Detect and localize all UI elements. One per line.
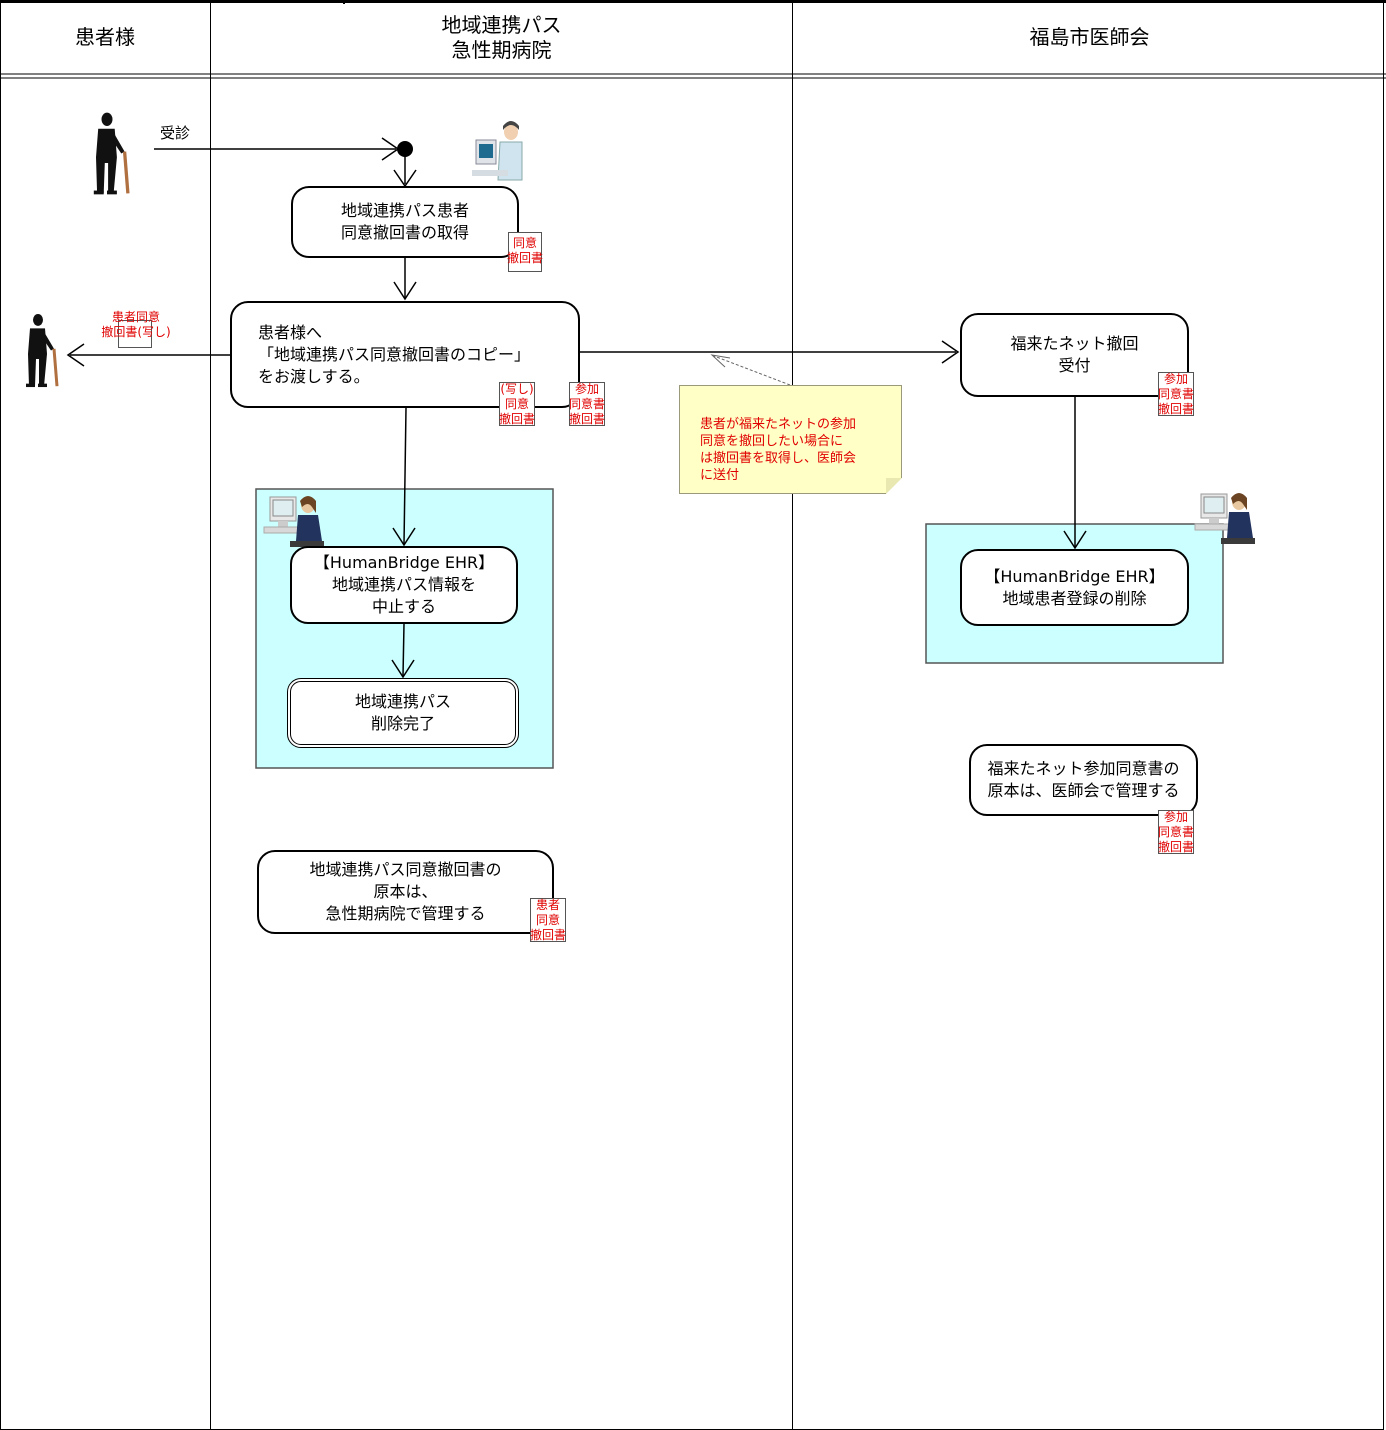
note-callout-head bbox=[710, 354, 731, 368]
original-assoc-box: 福来たネット参加同意書の 原本は、医師会で管理する bbox=[969, 744, 1198, 816]
flow-arrows bbox=[66, 137, 1087, 679]
doc-label: 患者同意 撤回書(写し) bbox=[101, 310, 171, 339]
stop-path-info-box: 【HumanBridge EHR】 地域連携パス情報を 中止する bbox=[290, 546, 518, 624]
visit-label: 受診 bbox=[160, 124, 191, 142]
document-icon bbox=[569, 382, 605, 426]
receive-withdrawal-box: 福来たネット撤回 受付 bbox=[960, 313, 1189, 397]
document-icon bbox=[530, 898, 566, 942]
lane-title-medical-assoc: 福島市医師会 bbox=[1029, 25, 1150, 49]
doc-label: (写し) 同意 撤回書 bbox=[498, 382, 535, 426]
lane-title-hospital: 地域連携パス 急性期病院 bbox=[441, 13, 562, 62]
initial-node bbox=[397, 141, 413, 157]
delete-complete-box: 地域連携パス 削除完了 bbox=[287, 678, 519, 748]
withdrawal-note-text: 患者が福来たネットの参加 同意を撤回したい場合に は撤回書を取得し、医師会 に送… bbox=[700, 417, 857, 483]
withdrawal-note: 患者が福来たネットの参加 同意を撤回したい場合に は撤回書を取得し、医師会 に送… bbox=[679, 385, 902, 494]
doc-label: 同意 撤回書 bbox=[506, 236, 543, 265]
doc-label: 参加 同意書 撤回書 bbox=[1157, 372, 1194, 416]
original-hospital-box: 地域連携パス同意撤回書の 原本は、 急性期病院で管理する bbox=[257, 850, 554, 934]
document-icon bbox=[1158, 372, 1194, 416]
note-callout-line bbox=[713, 355, 791, 386]
document-icon bbox=[508, 232, 542, 272]
document-icon bbox=[1158, 810, 1194, 854]
lane-title-patient: 患者様 bbox=[75, 25, 135, 49]
doc-label: 参加 同意書 撤回書 bbox=[568, 382, 605, 426]
document-icon bbox=[499, 382, 535, 426]
person-with-cane-icon bbox=[24, 312, 59, 389]
delete-registration-box: 【HumanBridge EHR】 地域患者登録の削除 bbox=[960, 549, 1189, 626]
doctor-at-computer-icon bbox=[470, 121, 523, 183]
note-fold bbox=[886, 478, 902, 494]
obtain-withdrawal-box: 地域連携パス患者 同意撤回書の取得 bbox=[291, 186, 519, 258]
person-with-cane-icon bbox=[92, 111, 130, 197]
doc-label: 患者 同意 撤回書 bbox=[529, 898, 566, 942]
doc-label: 参加 同意書 撤回書 bbox=[1157, 810, 1194, 854]
document-icon bbox=[118, 320, 152, 348]
